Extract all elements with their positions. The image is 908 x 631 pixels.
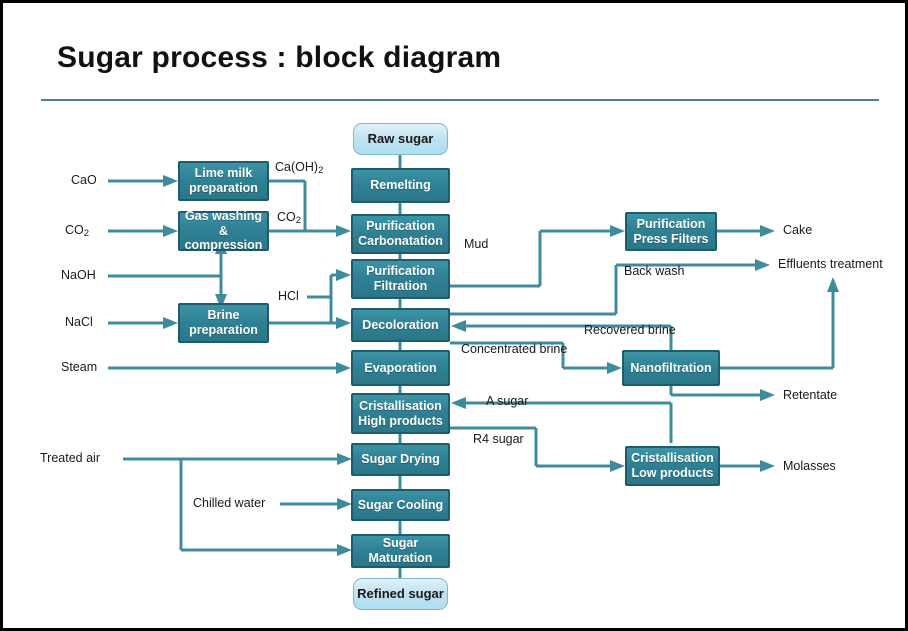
stream-label-concentrated-brine: Concentrated brine — [461, 342, 568, 356]
input-label-co2: CO2 — [65, 223, 90, 239]
input-label-naoh: NaOH — [61, 268, 96, 282]
stream-label-hcl: HCl — [278, 289, 299, 303]
node-label-line1: Cristallisation — [359, 398, 442, 413]
stream-label-back-wash: Back wash — [624, 264, 685, 278]
input-label-chilled-water: Chilled water — [193, 496, 266, 510]
stream-label-r4-sugar: R4 sugar — [473, 432, 524, 446]
node-label-line1: Purification — [366, 264, 435, 279]
input-label-nacl: NaCl — [65, 315, 93, 329]
node-label: Sugar Cooling — [357, 497, 444, 512]
node-label-line2: Filtration — [373, 279, 428, 293]
output-label-cake: Cake — [783, 223, 813, 237]
node-purification-carbonatation[interactable]: Purification Carbonatation — [351, 214, 450, 254]
diagram-area: Raw sugar Remelting Purification Carbona… — [3, 3, 905, 628]
node-label-line1: Purification — [636, 216, 706, 231]
node-cristallisation-high-products[interactable]: Cristallisation High products — [351, 393, 450, 434]
node-remelting[interactable]: Remelting — [351, 168, 450, 203]
node-decoloration[interactable]: Decoloration — [351, 308, 450, 342]
stream-label-calcium-hydroxide: Ca(OH)2 — [275, 160, 324, 176]
input-label-steam: Steam — [61, 360, 98, 374]
node-sugar-drying[interactable]: Sugar Drying — [351, 443, 450, 476]
node-label-line1: Lime milk — [194, 166, 253, 181]
node-label: Evaporation — [364, 360, 437, 375]
node-label: Raw sugar — [367, 131, 434, 147]
node-nanofiltration[interactable]: Nanofiltration — [622, 350, 720, 386]
node-label: Sugar Maturation — [368, 536, 433, 565]
node-refined-sugar[interactable]: Refined sugar — [353, 578, 448, 610]
node-label-line1: Gas washing & — [184, 208, 263, 238]
node-purification-filtration[interactable]: Purification Filtration — [351, 259, 450, 299]
stream-label-recovered-brine: Recovered brine — [584, 323, 676, 337]
node-lime-milk-preparation[interactable]: Lime milk preparation — [178, 161, 269, 201]
input-label-cao: CaO — [71, 173, 97, 187]
connector-layer — [108, 155, 839, 578]
node-raw-sugar[interactable]: Raw sugar — [353, 123, 448, 155]
node-label-line1: Brine — [207, 308, 240, 323]
node-label-line2: preparation — [189, 323, 258, 337]
stream-label-co2: CO2 — [277, 210, 302, 226]
stream-label-a-sugar: A sugar — [486, 394, 529, 408]
node-label-line1: Cristallisation — [631, 451, 714, 466]
node-label: Remelting — [370, 178, 431, 193]
node-label-line2: Carbonatation — [358, 234, 443, 248]
node-label-line2: Press Filters — [633, 231, 709, 246]
output-label-molasses: Molasses — [783, 459, 836, 473]
node-evaporation[interactable]: Evaporation — [351, 350, 450, 386]
node-label: Decoloration — [362, 317, 439, 332]
node-sugar-maturation[interactable]: Sugar Maturation — [351, 534, 450, 568]
node-label-line2: Low products — [631, 466, 714, 480]
title-divider — [41, 99, 879, 101]
output-label-effluents-treatment: Effluents treatment — [778, 257, 883, 271]
node-sugar-cooling[interactable]: Sugar Cooling — [351, 489, 450, 521]
node-label-line2: High products — [358, 413, 443, 428]
node-gas-washing-compression[interactable]: Gas washing & compression — [178, 208, 269, 253]
page-title: Sugar process : block diagram — [57, 41, 502, 74]
input-label-treated-air: Treated air — [40, 451, 100, 465]
node-label: Sugar Drying — [361, 452, 440, 467]
node-purification-press-filters[interactable]: Purification Press Filters — [625, 212, 717, 251]
node-brine-preparation[interactable]: Brine preparation — [178, 303, 269, 343]
output-label-retentate: Retentate — [783, 388, 838, 402]
node-label: Nanofiltration — [630, 360, 712, 375]
node-label-line1: Purification — [366, 219, 435, 234]
node-label-line2: preparation — [189, 181, 258, 195]
node-cristallisation-low-products[interactable]: Cristallisation Low products — [625, 446, 720, 486]
stream-label-mud: Mud — [464, 237, 489, 251]
node-label: Refined sugar — [357, 586, 444, 602]
node-label-line2: compression — [184, 238, 263, 253]
